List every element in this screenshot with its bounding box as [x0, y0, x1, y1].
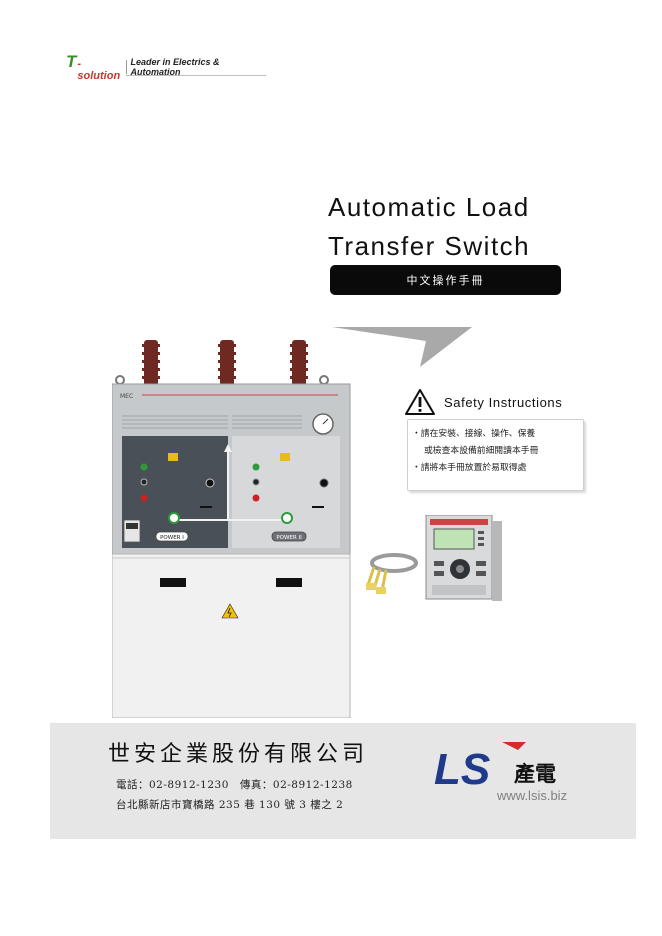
ls-logo: LS: [434, 742, 526, 794]
warning-triangle-icon: [405, 389, 435, 415]
power-1-label: POWER I: [160, 535, 184, 541]
brand-logo: T -solution Leader in Electrics & Automa…: [66, 52, 266, 82]
title-line-2: Transfer Switch: [328, 231, 531, 261]
tsolution-logo: T -solution: [66, 52, 122, 82]
manual-subtitle: 中文操作手冊: [406, 274, 485, 287]
company-name: 世安企業股份有限公司: [108, 742, 369, 767]
company-phone-fax: 電話：02-8912-1230 傳真：02-8912-1238: [116, 779, 353, 791]
company-contact: 電話：02-8912-1230 傳真：02-8912-1238 台北縣新店市寶橋…: [116, 775, 353, 815]
controller-device-image: [366, 515, 502, 601]
safety-line-1: ・請在安裝、接線、操作、保養: [412, 429, 536, 439]
brand-tagline: Leader in Electrics & Automation: [130, 57, 220, 77]
footer-band: [50, 723, 636, 839]
brand-separator: [125, 60, 127, 74]
ls-website: www.lsis.biz: [497, 788, 568, 803]
bushing-middle: [218, 340, 236, 386]
bushing-right: [290, 340, 308, 386]
manual-subtitle-pill: 中文操作手冊: [330, 265, 561, 295]
safety-box: ・請在安裝、接線、操作、保養 或檢查本設備前細閱讀本手冊 ・請將本手冊放置於易取…: [407, 419, 584, 491]
safety-heading: Safety Instructions: [404, 388, 594, 416]
safety-line-2: 或檢查本設備前細閱讀本手冊: [424, 446, 539, 456]
title-line-1: Automatic Load: [328, 192, 530, 222]
switchgear-cabinet-image: MEC POWER I POWER II: [112, 340, 351, 718]
company-address: 台北縣新店市寶橋路 235 巷 130 號 3 樓之 2: [116, 799, 344, 811]
ls-logo-chinese: 產電: [514, 762, 556, 786]
power-2-label: POWER II: [276, 535, 302, 541]
document-title: Automatic Load Transfer Switch: [328, 188, 598, 266]
safety-title: Safety Instructions: [444, 394, 563, 410]
safety-line-3: ・請將本手冊放置於易取得處: [412, 463, 527, 473]
brand-t: T: [66, 52, 77, 71]
brand-suffix: -solution: [77, 58, 121, 82]
bushing-left: [142, 340, 160, 386]
ls-logo-text: LS: [434, 745, 490, 794]
swoosh-arrow-decoration: [332, 327, 472, 367]
brand-underline: [126, 75, 266, 76]
cabinet-brand: MEC: [120, 393, 133, 400]
